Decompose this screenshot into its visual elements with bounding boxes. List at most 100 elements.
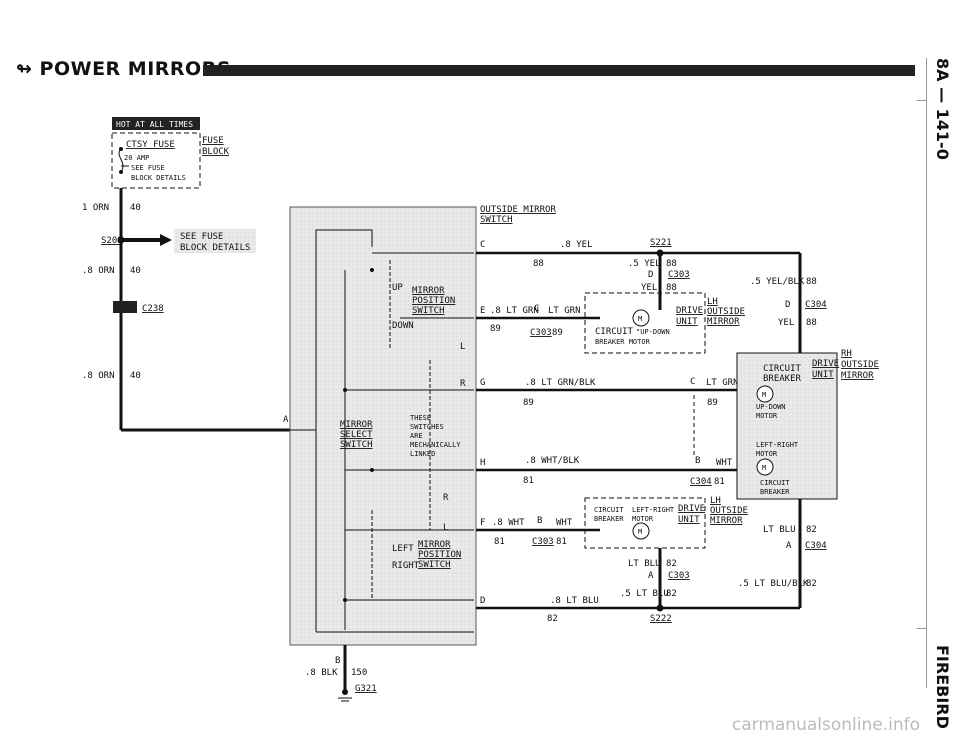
unit-label: CIRCUIT xyxy=(760,479,790,487)
unit-label: CIRCUIT xyxy=(763,364,802,374)
wire-label: WHT xyxy=(716,458,733,468)
unit-label: LH xyxy=(710,496,721,506)
page-title: ↬ POWER MIRRORS xyxy=(16,58,232,80)
unit-label: MIRROR xyxy=(710,516,743,526)
wire-label: LT GRN xyxy=(548,306,581,316)
unit-label: MOTOR xyxy=(756,412,778,420)
unit-label: MOTOR xyxy=(632,515,654,523)
wire-f: F .8 WHT B WHT 81 C303 81 xyxy=(476,516,600,547)
unit-label: DRIVE xyxy=(678,504,705,514)
pin-label: B xyxy=(695,456,700,466)
unit-label: RH xyxy=(841,349,852,359)
rh-mirror-unit: CIRCUIT BREAKER DRIVE UNIT RH OUTSIDE MI… xyxy=(736,349,879,500)
connector-label: C304 xyxy=(805,300,827,310)
side-rule xyxy=(926,58,927,688)
pin-label: E xyxy=(480,306,485,316)
switch-pos: L xyxy=(443,523,448,533)
pin-label: D xyxy=(785,300,790,310)
wire-label: .8 LT GRN/BLK xyxy=(525,378,596,388)
lh-leftright-unit: CIRCUIT LEFT-RIGHT BREAKER MOTOR M DRIVE… xyxy=(584,496,748,549)
linked-note: MECHANICALLY xyxy=(410,441,461,449)
switch-up: UP xyxy=(392,283,403,293)
circuit-num: 81 xyxy=(556,537,567,547)
wire-label: YEL xyxy=(778,318,794,328)
circuit-num: 150 xyxy=(351,668,367,678)
motor-label: M xyxy=(762,464,766,472)
switch-label: SWITCH xyxy=(418,560,451,570)
fuse-note: SEE FUSE xyxy=(131,164,165,172)
motor-label: M xyxy=(638,315,642,323)
unit-label: BREAKER xyxy=(763,374,802,384)
lh-updown-unit: CIRCUIT "UP-DOWN BREAKER MOTOR M DRIVE U… xyxy=(584,292,745,354)
unit-label: CIRCUIT xyxy=(594,506,624,514)
switch-pos: R xyxy=(443,493,449,503)
linked-note: ARE xyxy=(410,432,423,440)
linked-note: SWITCHES xyxy=(410,423,444,431)
unit-label: MIRROR xyxy=(707,317,740,327)
circuit-num: 89 xyxy=(707,398,718,408)
wire-c: C .8 YEL 88 S221 .5 YEL 88 D C303 YEL 88… xyxy=(476,238,827,358)
unit-label: UP-DOWN xyxy=(756,403,786,411)
switch-label: MIRROR xyxy=(340,420,373,430)
switch-label: SELECT xyxy=(340,430,373,440)
wire-label: .8 YEL xyxy=(560,240,593,250)
side-tick xyxy=(917,628,927,629)
circuit-num: 81 xyxy=(494,537,505,547)
mirror-switch: OUTSIDE MIRROR SWITCH UP DOWN MIRROR POS… xyxy=(289,205,556,646)
circuit-num: 89 xyxy=(490,324,501,334)
switch-label: POSITION xyxy=(412,296,455,306)
switch-down: DOWN xyxy=(392,321,414,331)
connector-label: C304 xyxy=(805,541,827,551)
circuit-num: 40 xyxy=(130,203,141,213)
splice-label: S203 xyxy=(101,236,123,246)
side-tick xyxy=(917,100,927,101)
unit-label: BREAKER xyxy=(760,488,790,496)
circuit-num: 82 xyxy=(666,589,677,599)
pin-label: B xyxy=(537,516,542,526)
pin-label: A xyxy=(786,541,792,551)
wire-e: E .8 LT GRN C LT GRN 89 C303 89 xyxy=(476,304,600,338)
wire-label: .8 WHT/BLK xyxy=(525,456,580,466)
wire-label: .5 YEL/BLK xyxy=(750,277,805,287)
fuse-name: CTSY FUSE xyxy=(126,140,175,150)
ground-label: G321 xyxy=(355,684,377,694)
circuit-num: 40 xyxy=(130,371,141,381)
switch-label: POSITION xyxy=(418,550,461,560)
unit-label: UNIT xyxy=(676,317,698,327)
circuit-num: 88 xyxy=(806,318,817,328)
circuit-num: 88 xyxy=(533,259,544,269)
wire-label: LT BLU xyxy=(763,525,796,535)
ground: B .8 BLK 150 G321 xyxy=(305,645,377,702)
unit-label: UNIT xyxy=(812,370,834,380)
connector-label: C304 xyxy=(690,477,712,487)
wire-label: LT GRN xyxy=(706,378,739,388)
linked-note: THESE xyxy=(410,414,431,422)
switch-left: LEFT xyxy=(392,544,414,554)
circuit-num: 89 xyxy=(552,328,563,338)
pin-label: C xyxy=(690,377,695,387)
wire-label: .8 ORN xyxy=(82,371,115,381)
unit-label: DRIVE xyxy=(676,306,703,316)
title-rule xyxy=(203,65,915,76)
motor-label: M xyxy=(638,528,642,536)
fuse-block: HOT AT ALL TIMES CTSY FUSE 20 AMP SEE FU… xyxy=(111,117,230,189)
pin-label: F xyxy=(480,518,485,528)
wire-g: G .8 LT GRN/BLK 89 C LT GRN 89 xyxy=(476,377,758,455)
connector-c238 xyxy=(113,301,137,313)
splice-label: S221 xyxy=(650,238,672,248)
arrow-icon: ↬ xyxy=(16,58,40,80)
unit-label: OUTSIDE xyxy=(841,360,879,370)
wire-d: LT BLU 82 A C303 .5 LT BLU 82 LT BLU 82 … xyxy=(476,499,827,624)
circuit-num: 88 xyxy=(666,259,677,269)
wire-label: .5 LT BLU/BLK xyxy=(738,579,809,589)
see-fuse-text2: BLOCK DETAILS xyxy=(180,243,250,253)
pin-label: A xyxy=(648,571,654,581)
wire-label: .8 LT BLU xyxy=(550,596,599,606)
connector-label: C303 xyxy=(668,270,690,280)
arrow-icon xyxy=(160,234,172,246)
switch-label: SWITCH xyxy=(340,440,373,450)
hot-label: HOT AT ALL TIMES xyxy=(116,120,193,129)
wire-label: .8 ORN xyxy=(82,266,115,276)
pin-label: D xyxy=(480,596,485,606)
